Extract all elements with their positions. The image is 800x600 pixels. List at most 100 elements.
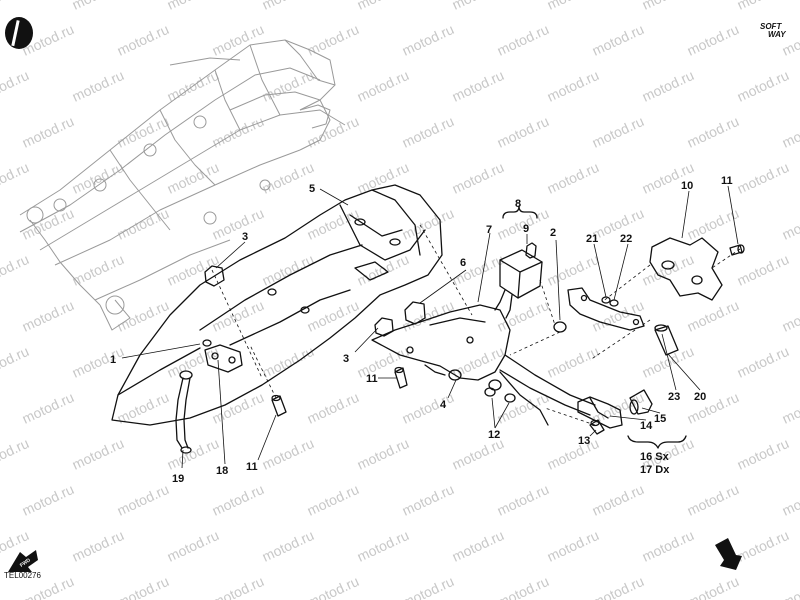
logo-text-way: WAY xyxy=(768,30,786,39)
watermark-text: motod.ru xyxy=(210,481,267,519)
watermark-text: motod.ru xyxy=(545,435,602,473)
watermark-text: motod.ru xyxy=(305,21,362,59)
watermark-text: motod.ru xyxy=(450,67,507,105)
watermark-text: motod.ru xyxy=(260,0,317,13)
watermark-text: motod.ru xyxy=(115,113,172,151)
watermark-text: motod.ru xyxy=(0,0,31,13)
watermark-text: motod.ru xyxy=(305,113,362,151)
frame-ghost-outline xyxy=(19,39,346,331)
watermark-text: motod.ru xyxy=(495,573,552,600)
peg-9 xyxy=(525,242,537,259)
watermark-text: motod.ru xyxy=(260,435,317,473)
callout-labels: 1 2 3 3 4 5 6 7 8 9 10 11 11 11 12 13 14… xyxy=(110,175,733,485)
fwd-label: FWD xyxy=(19,557,32,569)
watermark-text: motod.ru xyxy=(355,251,412,289)
watermark-text: motod.ru xyxy=(400,205,457,243)
callout-17-dx: 17 Dx xyxy=(640,464,670,476)
watermark-text: motod.ru xyxy=(400,389,457,427)
callout-3-lower: 3 xyxy=(343,353,349,365)
watermark-text: motod.ru xyxy=(0,435,31,473)
screw-11-right xyxy=(729,244,745,256)
watermark-text: motod.ru xyxy=(115,573,172,600)
watermark-text: motod.ru xyxy=(305,481,362,519)
watermark-text: motod.ru xyxy=(400,113,457,151)
forward-arrow-icon-right xyxy=(715,538,742,570)
watermark-text: motod.ru xyxy=(685,573,742,600)
forward-arrow-icon: FWD xyxy=(8,550,38,572)
callout-20: 20 xyxy=(694,391,706,403)
watermark-text: motod.ru xyxy=(590,481,647,519)
watermark-text: motod.ru xyxy=(450,0,507,13)
callout-2: 2 xyxy=(550,227,556,239)
watermark-text: motod.ru xyxy=(780,21,800,59)
watermark-text: motod.ru xyxy=(165,251,222,289)
watermark-text: motod.ru xyxy=(0,159,31,197)
callout-5: 5 xyxy=(309,183,315,195)
nut-12 xyxy=(484,387,516,403)
watermark-text: motod.ru xyxy=(640,251,697,289)
watermark-text: motod.ru xyxy=(640,67,697,105)
callout-16-sx: 16 Sx xyxy=(640,451,670,463)
watermark-text: motod.ru xyxy=(495,481,552,519)
watermark-text: motod.ru xyxy=(260,159,317,197)
callout-leaders xyxy=(121,185,739,469)
watermark-text: motod.ru xyxy=(685,205,742,243)
watermark-text: motod.ru xyxy=(400,297,457,335)
watermark-text: motod.ru xyxy=(355,435,412,473)
group-bracket-16-17 xyxy=(627,435,687,449)
watermark-text: motod.ru xyxy=(735,251,792,289)
callout-18: 18 xyxy=(216,465,228,477)
watermark-text: motod.ru xyxy=(400,481,457,519)
watermark-text: motod.ru xyxy=(70,343,127,381)
watermark-text: motod.ru xyxy=(305,389,362,427)
watermark-text: motod.ru xyxy=(70,0,127,13)
watermark-text: motod.ru xyxy=(20,389,77,427)
watermark-text: motod.ru xyxy=(355,159,412,197)
watermark-text: motod.ru xyxy=(165,527,222,565)
washer-22 xyxy=(609,299,619,307)
callout-21: 21 xyxy=(586,233,598,245)
callout-1: 1 xyxy=(110,354,116,366)
watermark-text: motod.ru xyxy=(780,205,800,243)
watermark-text: motod.ru xyxy=(780,389,800,427)
watermark-text: motod.ru xyxy=(355,343,412,381)
watermark-text: motod.ru xyxy=(640,527,697,565)
rubber-buffer-3-upper xyxy=(204,265,225,287)
watermark-text: motod.ru xyxy=(685,297,742,335)
watermark-text: motod.ru xyxy=(685,481,742,519)
watermark-text: motod.ru xyxy=(210,297,267,335)
watermark-text: motod.ru xyxy=(590,21,647,59)
watermark-text: motod.ru xyxy=(260,343,317,381)
callout-4: 4 xyxy=(440,399,447,411)
watermark-text: motod.ru xyxy=(0,67,31,105)
watermark-text: motod.ru xyxy=(735,343,792,381)
logo-text-soft: SOFT xyxy=(760,22,782,31)
watermark-text: motod.ru xyxy=(70,435,127,473)
watermark-text: motod.ru xyxy=(115,21,172,59)
watermark-text: motod.ru xyxy=(355,527,412,565)
plate-light-housing-part xyxy=(649,237,723,301)
watermark-text: motod.ru xyxy=(780,113,800,151)
callout-12: 12 xyxy=(488,429,500,441)
watermark-text: motod.ru xyxy=(260,527,317,565)
group-bracket-8 xyxy=(502,205,538,219)
watermark-text: motod.ru xyxy=(450,343,507,381)
watermark-text: motod.ru xyxy=(590,573,647,600)
watermark-text: motod.ru xyxy=(450,251,507,289)
callout-19: 19 xyxy=(172,473,184,485)
watermark-text: motod.ru xyxy=(0,343,31,381)
callout-10: 10 xyxy=(681,180,693,192)
callout-14: 14 xyxy=(640,420,653,432)
watermark-text: motod.ru xyxy=(685,21,742,59)
watermark-text: motod.ru xyxy=(450,527,507,565)
watermark-text: motod.ru xyxy=(735,0,792,13)
callout-11-right: 11 xyxy=(721,175,733,187)
watermark-text: motod.ru xyxy=(305,573,362,600)
watermark-text: motod.ru xyxy=(640,0,697,13)
watermark-text: motod.ru xyxy=(545,159,602,197)
watermark-text: motod.ru xyxy=(260,251,317,289)
callout-11-bottom: 11 xyxy=(246,461,258,473)
screw-11-bottom xyxy=(271,394,287,417)
watermark-text: motod.ru xyxy=(20,481,77,519)
watermark-text: motod.ru xyxy=(165,159,222,197)
